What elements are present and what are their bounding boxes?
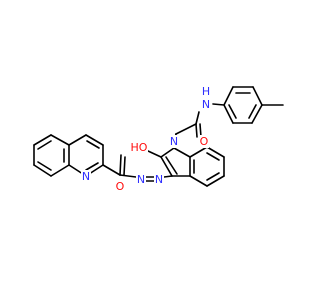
amide-oxygen-right-label: O bbox=[200, 135, 209, 148]
indole-benzo-ring bbox=[189, 146, 225, 187]
tolyl-ring bbox=[212, 86, 284, 124]
indole-nitrogen-label: N bbox=[170, 135, 178, 148]
carbonyl-oxygen-left-label: O bbox=[116, 180, 125, 193]
hydroxyl-oxygen-label: HO bbox=[131, 141, 148, 154]
atom-labels: HO O N H N N O N N bbox=[81, 85, 211, 193]
quinoline-nitrogen-label: N bbox=[82, 170, 90, 183]
amide-nitrogen-right-label: N bbox=[202, 98, 210, 111]
azo-nitrogen-left-label: N bbox=[137, 173, 145, 186]
amide-hydrogen-right-label: H bbox=[202, 85, 210, 98]
molecule-structure: HO O N H N N O N N bbox=[33, 85, 284, 193]
hydrazone-linker bbox=[102, 154, 173, 182]
acetamide-chain bbox=[173, 111, 202, 143]
indole-five-ring bbox=[147, 147, 191, 177]
azo-nitrogen-right-label: N bbox=[155, 173, 163, 186]
quinoline-benzo-ring bbox=[33, 134, 70, 177]
